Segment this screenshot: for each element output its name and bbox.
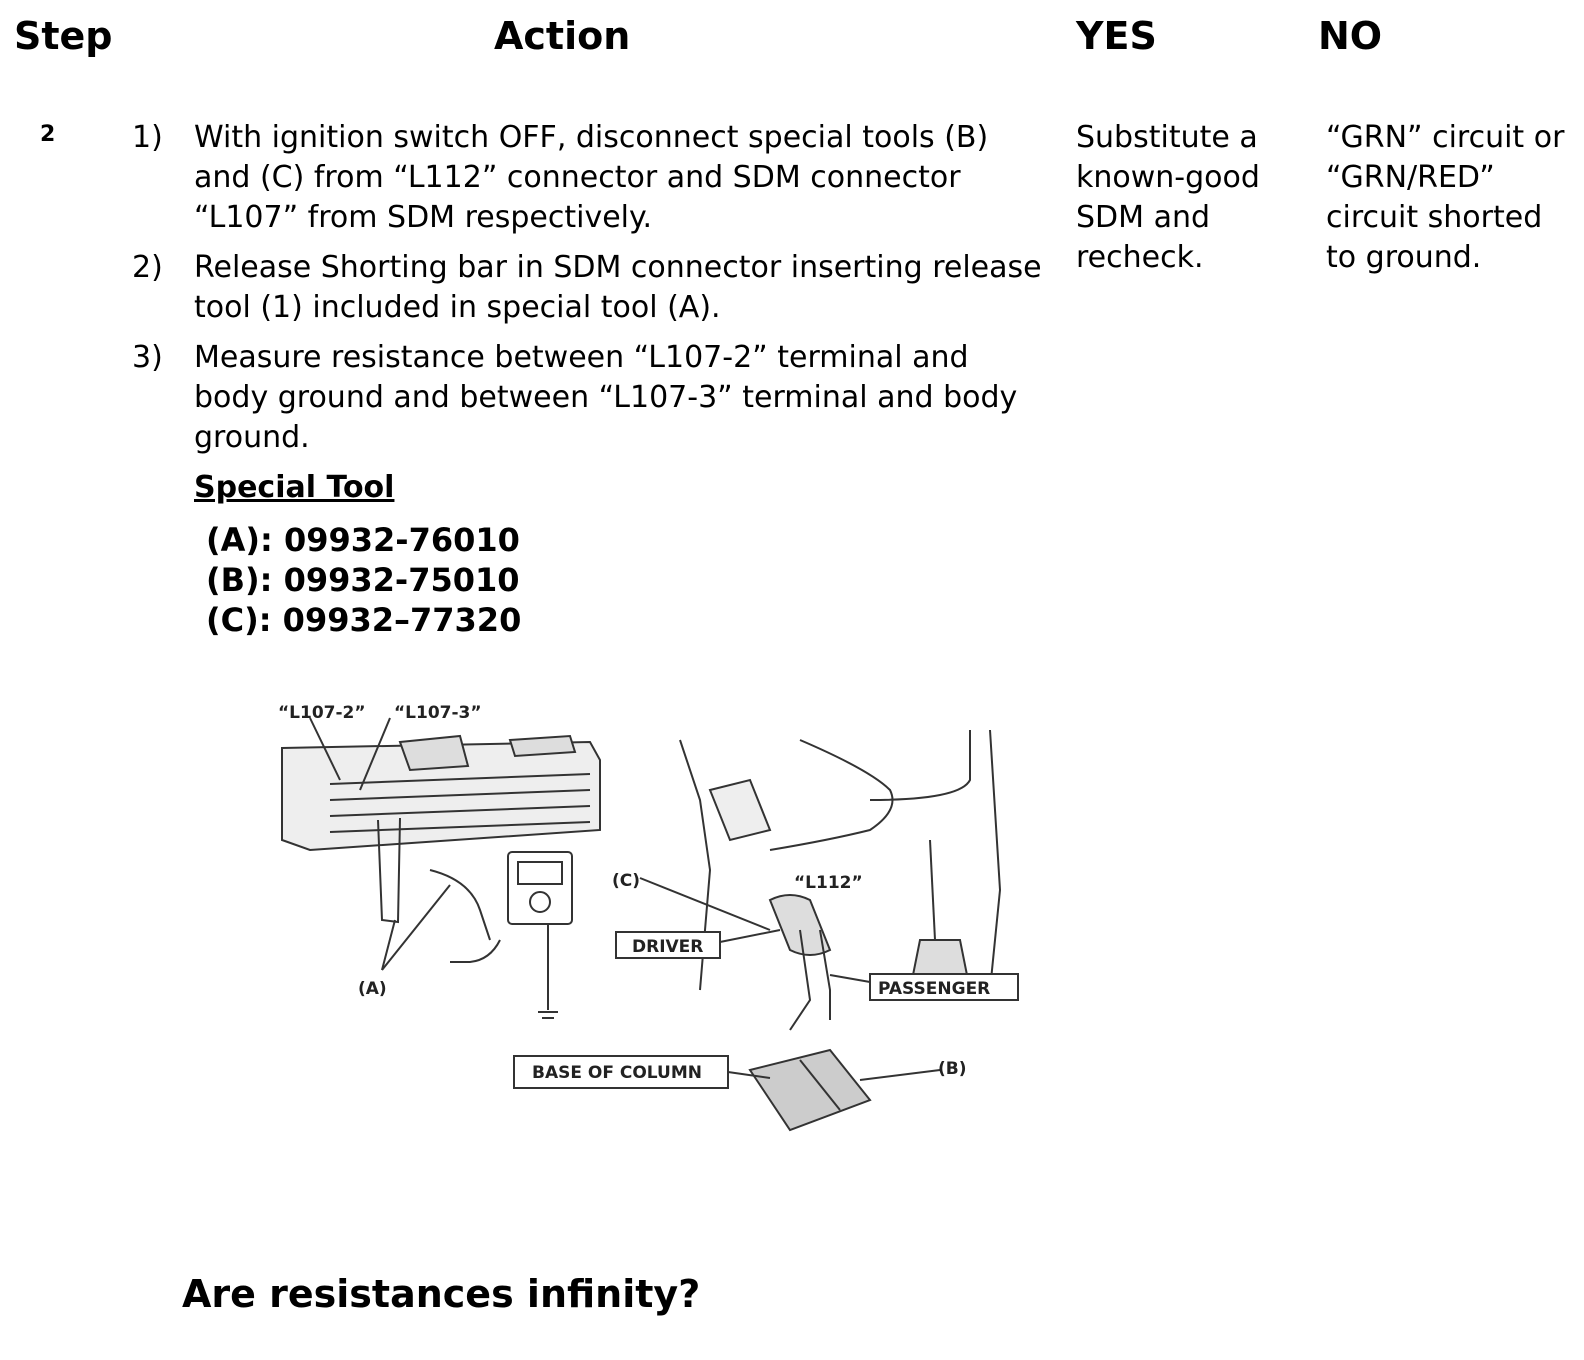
action-item: 2) Release Shorting bar in SDM connector… xyxy=(132,248,1052,328)
action-item: 3) Measure resistance between “L107-2” t… xyxy=(132,338,1052,458)
header-action: Action xyxy=(494,14,631,58)
action-list: 1) With ignition switch OFF, disconnect … xyxy=(132,118,1052,468)
label-tool-b: (B) xyxy=(938,1059,967,1079)
label-driver: DRIVER xyxy=(632,937,703,957)
no-result: “GRN” circuit or “GRN/RED” circuit short… xyxy=(1326,120,1565,275)
yes-result: Substitute a known-good SDM and recheck. xyxy=(1076,120,1260,275)
action-text: Release Shorting bar in SDM connector in… xyxy=(194,250,1042,325)
action-item: 1) With ignition switch OFF, disconnect … xyxy=(132,118,1052,238)
label-passenger: PASSENGER xyxy=(878,979,990,999)
action-number: 2) xyxy=(132,250,163,285)
special-tool-item: (C): 09932–77320 xyxy=(206,601,522,639)
action-text: With ignition switch OFF, disconnect spe… xyxy=(194,120,989,235)
diagram-svg: “L107-2” “L107-3” (A) (C) “L112” DRIVER … xyxy=(278,703,1019,1132)
label-l107-2: “L107-2” xyxy=(278,703,366,723)
wiring-diagram: “L107-2” “L107-3” (A) (C) “L112” DRIVER … xyxy=(270,690,1030,1150)
label-l107-3: “L107-3” xyxy=(394,703,482,723)
action-number: 1) xyxy=(132,120,163,155)
label-l112: “L112” xyxy=(794,873,863,893)
special-tool-list: (A): 09932-76010 (B): 09932-75010 (C): 0… xyxy=(206,520,521,640)
action-number: 3) xyxy=(132,340,163,375)
header-yes: YES xyxy=(1076,14,1157,58)
special-tool-item: (B): 09932-75010 xyxy=(206,561,520,599)
action-text: Measure resistance between “L107-2” term… xyxy=(194,340,1018,455)
label-base-of-column: BASE OF COLUMN xyxy=(532,1063,702,1083)
step-number: 2 xyxy=(40,122,56,147)
tool-b-shape xyxy=(748,1048,872,1132)
header-no: NO xyxy=(1318,14,1383,58)
special-tool-item: (A): 09932-76010 xyxy=(206,521,520,559)
header-step: Step xyxy=(14,14,113,58)
label-tool-a: (A) xyxy=(358,979,387,999)
label-tool-c: (C) xyxy=(612,871,640,891)
special-tool-heading: Special Tool xyxy=(194,470,395,505)
check-question: Are resistances infinity? xyxy=(182,1272,701,1316)
